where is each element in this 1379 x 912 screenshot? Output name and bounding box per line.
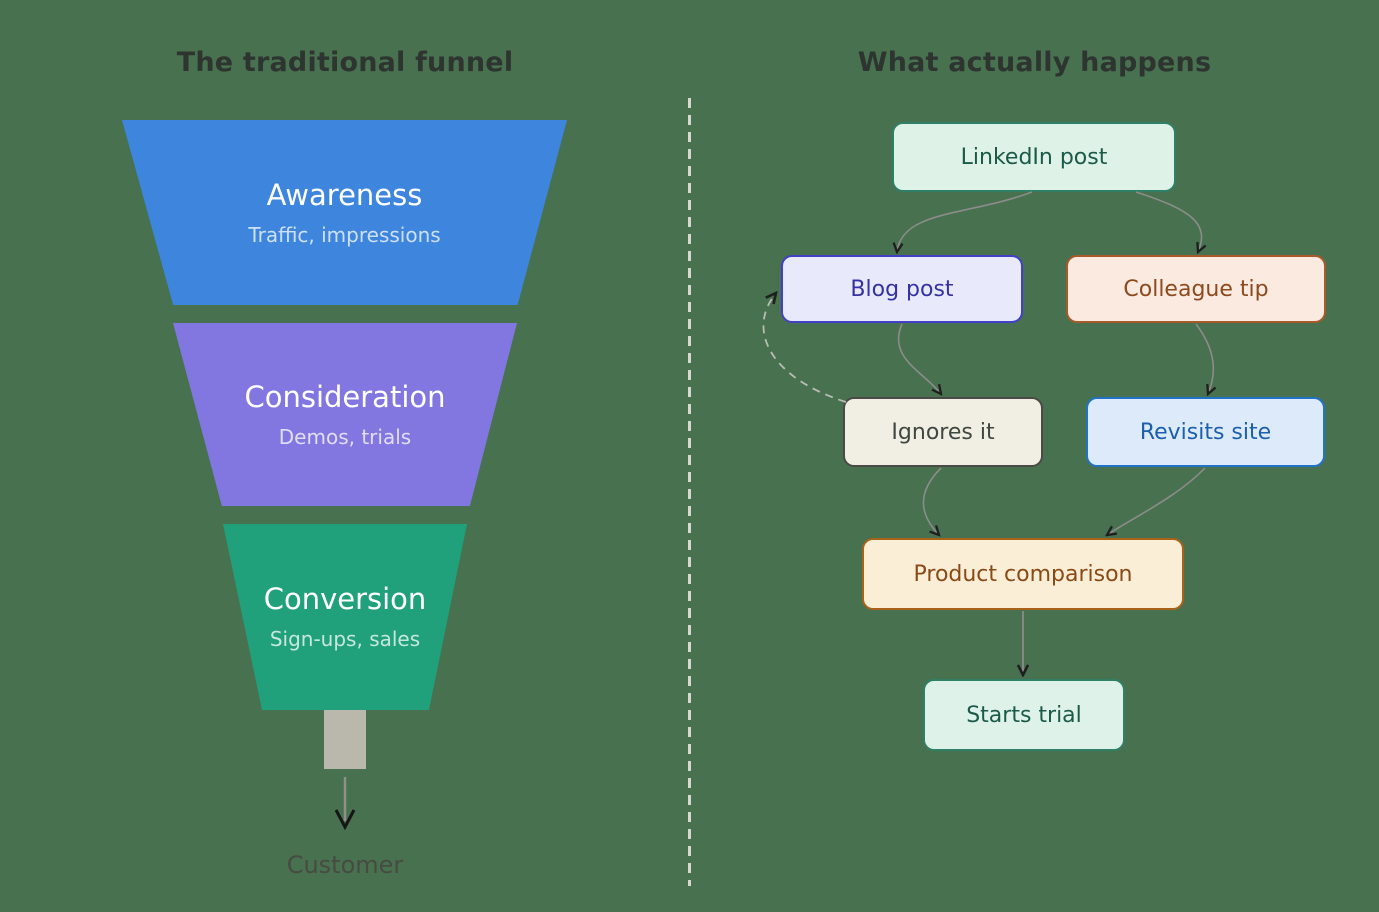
edge-ignores-to-product <box>922 467 942 535</box>
funnel-stage-conversion: Conversion Sign-ups, sales <box>223 524 467 710</box>
node-label: Colleague tip <box>1123 276 1269 302</box>
customer-label: Customer <box>286 851 404 879</box>
funnel-stage-awareness: Awareness Traffic, impressions <box>122 120 567 305</box>
funnel-stage-label: Consideration <box>244 379 446 414</box>
funnel-stage-label: Awareness <box>266 177 423 212</box>
node-colleague-tip: Colleague tip <box>1066 255 1326 323</box>
funnel-stage-sublabel: Sign-ups, sales <box>269 627 421 651</box>
funnel-stage-consideration: Consideration Demos, trials <box>173 323 517 506</box>
node-label: Revisits site <box>1139 419 1272 445</box>
edge-linkedin-to-blog <box>897 191 1033 252</box>
node-label: Ignores it <box>891 419 995 445</box>
node-product-comparison: Product comparison <box>862 538 1184 610</box>
node-label: Product comparison <box>913 561 1133 587</box>
node-ignores-it: Ignores it <box>843 397 1043 467</box>
node-label: Blog post <box>850 276 954 302</box>
node-revisits-site: Revisits site <box>1086 397 1325 467</box>
node-blog-post: Blog post <box>781 255 1023 323</box>
node-label: LinkedIn post <box>960 144 1108 170</box>
node-label: Starts trial <box>966 702 1082 728</box>
funnel-stage-label: Conversion <box>263 582 427 616</box>
node-linkedin-post: LinkedIn post <box>892 122 1176 192</box>
funnel-stage-sublabel: Traffic, impressions <box>248 222 441 247</box>
edge-linkedin-to-colleague <box>1135 191 1202 252</box>
node-starts-trial: Starts trial <box>923 679 1125 751</box>
edge-blog-to-ignores <box>897 323 941 394</box>
edge-colleague-to-revisits <box>1195 323 1213 394</box>
funnel-outlet-arrowhead <box>334 809 356 831</box>
funnel-spout <box>324 706 366 769</box>
edge-revisits-to-product <box>1107 467 1206 535</box>
left-panel-title: The traditional funnel <box>176 47 514 78</box>
right-panel-title: What actually happens <box>857 47 1212 78</box>
funnel-stage-sublabel: Demos, trials <box>278 424 412 449</box>
panel-divider <box>688 98 691 886</box>
